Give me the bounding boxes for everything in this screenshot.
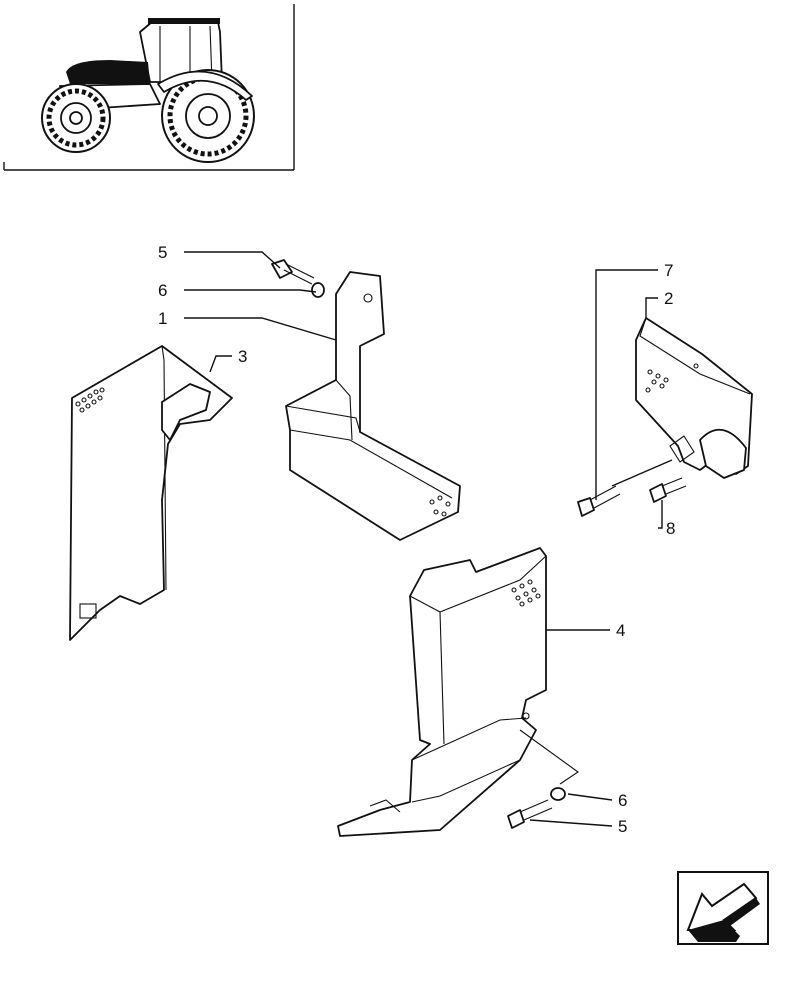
callout-5-lower: 5 [618, 817, 627, 836]
bolt-icon [649, 477, 687, 503]
callout-1: 1 [158, 309, 167, 328]
bolt-icon [577, 485, 621, 517]
part-1-tray-bracket [285, 271, 461, 541]
bolt-icon [507, 799, 553, 829]
callout-6: 6 [158, 281, 167, 300]
callout-7: 7 [664, 261, 673, 280]
callout-8: 8 [666, 519, 675, 538]
part-3-side-plate [69, 345, 233, 641]
callout-3: 3 [238, 347, 247, 366]
bolt-icon [271, 259, 315, 285]
tractor-thumbnail-icon [3, 4, 295, 171]
callout-6-lower: 6 [618, 791, 627, 810]
leader-lines [184, 251, 673, 827]
callout-4: 4 [616, 621, 625, 640]
callout-2: 2 [664, 289, 673, 308]
washer-icon [311, 282, 325, 298]
washer-icon [550, 787, 566, 801]
callout-5: 5 [158, 243, 167, 262]
previous-page-arrow-icon[interactable] [677, 871, 769, 945]
part-4-shield [337, 547, 579, 837]
part-2-guard [635, 317, 753, 479]
